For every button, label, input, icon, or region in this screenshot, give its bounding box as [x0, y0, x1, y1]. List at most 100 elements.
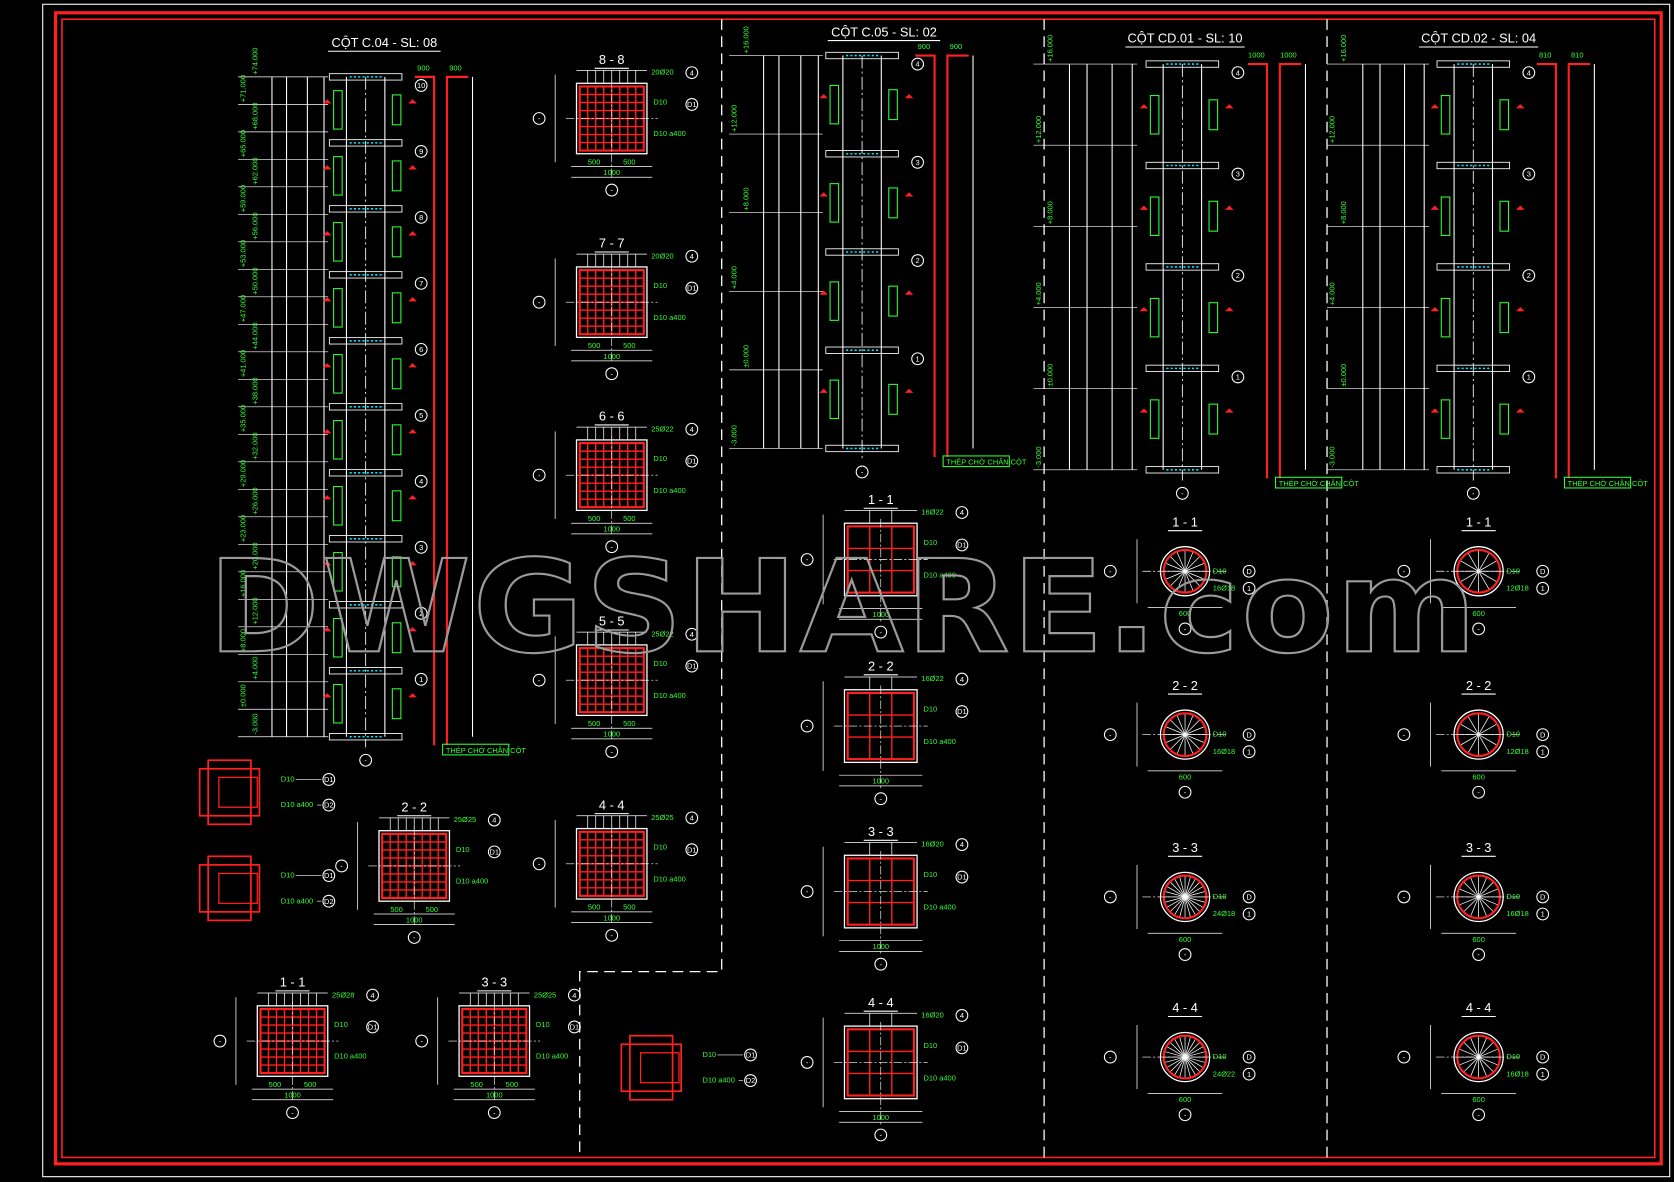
bar-callout: 20Ø20 — [651, 251, 673, 260]
axis-bubble-bubble-text: - — [1403, 893, 1406, 902]
bar-mark-bubble — [744, 1048, 757, 1062]
stirrup-callout: D10 — [653, 659, 667, 668]
bar-mark-bubble-text: D1 — [570, 1023, 580, 1032]
level-index-bubble — [1231, 167, 1245, 181]
bar-mark-bubble — [685, 843, 699, 857]
level-index-bubble — [911, 254, 925, 267]
elevation-label: +8.000 — [1046, 201, 1055, 224]
section-marker — [819, 192, 828, 197]
bar-mark-bubble — [1242, 1067, 1256, 1081]
floor-beam — [1145, 466, 1220, 474]
tie-callout: D10 a400 — [923, 1074, 955, 1083]
bar-spoke — [1170, 570, 1186, 586]
elevation-label: +12.000 — [1328, 116, 1337, 143]
bar-mark-bubble-text: D1 — [957, 873, 967, 882]
axis-bubble-bubble — [855, 465, 869, 479]
elevation-label: ±0.000 — [239, 684, 248, 707]
level-index-bubble — [1522, 167, 1536, 181]
dimension-text: 1000 — [603, 913, 620, 922]
bar-mark-bubble-text: D1 — [957, 541, 967, 550]
bar-spoke — [1179, 877, 1186, 898]
level-index-bubble — [911, 155, 925, 169]
footing-note: THÉP CHỜ CHÂN CỘT — [446, 746, 527, 755]
bar-spoke — [1184, 1056, 1203, 1068]
axis-bubble-bubble — [1178, 948, 1192, 961]
bar-spoke — [1184, 896, 1196, 915]
dimension-text: 500 — [623, 514, 635, 523]
note-box — [829, 84, 840, 125]
axis-bubble-bubble-text: - — [538, 471, 541, 480]
bar-mark-bubble — [685, 659, 699, 673]
panel-title-1: CỘT C.04 - SL: 08 — [331, 35, 437, 50]
floor-beam — [1436, 161, 1511, 170]
dimension-text: 600 — [1179, 609, 1191, 618]
floor-beam — [328, 667, 403, 675]
bar-spoke — [1174, 1056, 1186, 1075]
note-box — [333, 222, 343, 262]
elevation-label: +38.000 — [250, 377, 259, 404]
bar-mark-bubble-text: D2 — [324, 897, 334, 906]
red-frame-outer — [53, 11, 1663, 1166]
tie-callout: D10 a400 — [456, 877, 488, 886]
elevation-label: +29.000 — [239, 460, 248, 487]
axis-bubble-bubble-text: - — [538, 114, 541, 123]
dimension-text: 500 — [304, 1080, 316, 1089]
level-index-bubble-text: 4 — [1236, 68, 1240, 77]
axis-bubble-bubble-text: - — [1109, 730, 1112, 739]
note-box — [391, 94, 402, 126]
tie-callout: D10 a400 — [702, 1076, 734, 1085]
axis-bubble-bubble-text: - — [806, 887, 809, 896]
section-marker — [322, 363, 332, 368]
floor-beam — [825, 150, 899, 158]
watermark: DWGSHARE.com — [208, 533, 1478, 682]
note-box — [1440, 297, 1451, 338]
bar-spoke — [1170, 1056, 1186, 1072]
bar-mark-bubble — [567, 988, 581, 1002]
bar-mark-bubble — [1242, 564, 1256, 578]
bar-mark-bubble — [322, 894, 336, 908]
bar-spoke — [1464, 1042, 1479, 1058]
elevation-label: +8.000 — [239, 629, 248, 652]
axis-bubble-bubble-text: - — [806, 555, 809, 564]
bar-spoke — [1165, 1051, 1186, 1058]
note-box — [1149, 297, 1160, 338]
section-marker — [1139, 408, 1149, 413]
bar-mark-bubble-text: D1 — [687, 457, 697, 466]
dimension-text: 500 — [623, 341, 635, 350]
tie-callout: D10 a400 — [536, 1052, 568, 1061]
axis-bubble-bubble-text: - — [1184, 950, 1187, 959]
axis-bubble-bubble — [532, 295, 546, 309]
dimension-text: 1000 — [284, 1091, 301, 1100]
bar-spoke — [1470, 1056, 1479, 1076]
section-marker — [322, 165, 332, 170]
axis-bubble-bubble — [605, 183, 619, 197]
floor-beam — [328, 535, 403, 543]
axis-bubble-bubble-text: - — [1109, 893, 1112, 902]
dimension-text: 500 — [588, 903, 600, 912]
dimension-text: 1000 — [872, 1113, 889, 1122]
elevation-label: +56.000 — [250, 212, 259, 239]
note-box — [1499, 200, 1510, 232]
stirrup-callout: D10 — [1506, 892, 1520, 901]
panel-dividers — [579, 19, 1328, 1158]
note-box — [391, 688, 402, 720]
section-marker — [819, 93, 828, 99]
bar-spoke — [1176, 552, 1186, 572]
bar-spoke — [1174, 1039, 1186, 1058]
bar-mark-bubble-text: 1 — [1541, 1070, 1545, 1079]
floor-beam — [825, 346, 899, 354]
top-dimension: 1000 — [1280, 51, 1297, 60]
bar-spoke — [1478, 1056, 1487, 1076]
bar-spoke — [1468, 571, 1479, 590]
level-index-bubble — [414, 672, 428, 686]
bar-mark-bubble — [1536, 745, 1550, 759]
bar-mark-bubble-text: D1 — [687, 284, 697, 293]
stirrup-callout: D10 — [923, 1041, 937, 1050]
bar-spoke — [1184, 1042, 1200, 1058]
